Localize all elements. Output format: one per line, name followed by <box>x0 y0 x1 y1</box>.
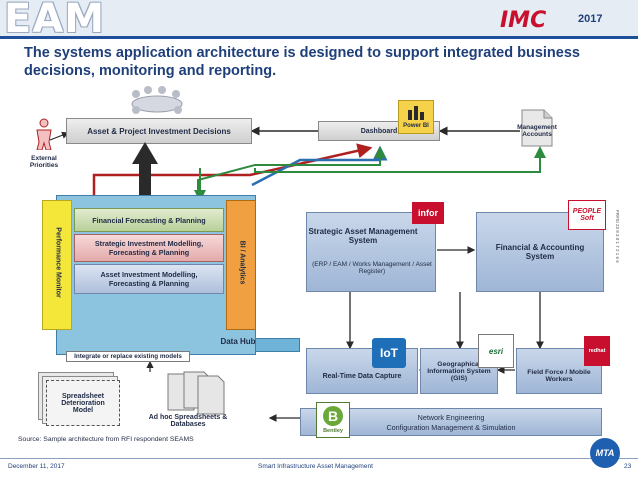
strategic-asset-subtitle: (ERP / EAM / Works Management / Asset Re… <box>312 261 432 275</box>
financial-forecasting-box: Financial Forecasting & Planning <box>74 208 224 232</box>
network-engineering-line2: Configuration Management & Simulation <box>386 423 516 432</box>
footer-page-number: 23 <box>624 463 632 470</box>
arrow-priorities <box>49 131 70 141</box>
source-note: Source: Sample architecture from RFI res… <box>18 436 194 443</box>
management-accounts-label: Management Accounts <box>517 124 557 138</box>
strategic-asset-title: Strategic Asset Management System <box>308 227 418 245</box>
imc-logo: IMC <box>500 8 547 33</box>
infor-logo: infor <box>412 202 444 224</box>
esri-logo: esri <box>478 334 514 368</box>
bentley-label: Bentley <box>323 428 343 434</box>
iot-logo: IoT <box>372 338 406 368</box>
bentley-mark-icon: B <box>323 406 343 426</box>
power-bi-icon <box>408 106 424 120</box>
side-note: FR#SI 23 8 3 0 1 7 2 1 6 6 <box>615 210 620 263</box>
bentley-logo: B Bentley <box>316 402 350 438</box>
power-bi-logo: Power BI <box>398 100 434 134</box>
strategic-asset-system-box: Strategic Asset Management System (ERP /… <box>306 212 436 292</box>
arrow-blue-to-dashboard <box>251 145 388 187</box>
power-bi-label: Power BI <box>403 123 429 129</box>
eam-logo: EAM <box>4 0 106 42</box>
performance-monitor-bar: Performance Monitor <box>42 200 72 330</box>
header-bar <box>0 0 638 36</box>
performance-monitor-label: Performance Monitor <box>54 227 62 298</box>
imc-logo-year: 2017 <box>578 13 603 25</box>
strategic-investment-box: Strategic Investment Modelling, Forecast… <box>74 234 224 262</box>
external-priorities-label: External Priorities <box>29 155 59 169</box>
header-divider <box>0 36 638 39</box>
up-arrow-icon <box>132 142 158 200</box>
peoplesoft-logo: PEOPLE Soft <box>568 200 606 230</box>
bi-analytics-label: BI / Analytics <box>238 240 246 285</box>
spreadsheet-model-box: Spreadsheet Deterioration Model <box>46 380 120 426</box>
adhoc-label: Ad hoc Spreadsheets & Databases <box>148 414 228 428</box>
arrow-green-to-accounts <box>254 146 546 173</box>
boardroom-icon <box>131 86 183 114</box>
asset-project-decisions-box: Asset & Project Investment Decisions <box>66 118 252 144</box>
document-icon <box>521 109 553 147</box>
network-engineering-box: Network Engineering Configuration Manage… <box>300 408 602 436</box>
redhat-logo: redhat <box>584 336 610 366</box>
arrow-red-to-dashboard <box>92 143 373 212</box>
bi-analytics-bar: BI / Analytics <box>226 200 256 330</box>
footer-title: Smart Infrastructure Asset Management <box>258 463 373 470</box>
footer-date: December 11, 2017 <box>8 463 65 470</box>
network-engineering-line1: Network Engineering <box>417 413 485 422</box>
documents-icon <box>167 371 225 415</box>
mta-logo: MTA <box>590 438 620 468</box>
person-icon <box>36 118 52 150</box>
page-title: The systems application architecture is … <box>24 45 580 79</box>
integrate-replace-box: Integrate or replace existing models <box>66 351 190 362</box>
data-hub-label: Data Hub <box>220 336 256 346</box>
asset-investment-box: Asset Investment Modelling, Forecasting … <box>74 264 224 294</box>
footer-divider <box>0 458 638 459</box>
